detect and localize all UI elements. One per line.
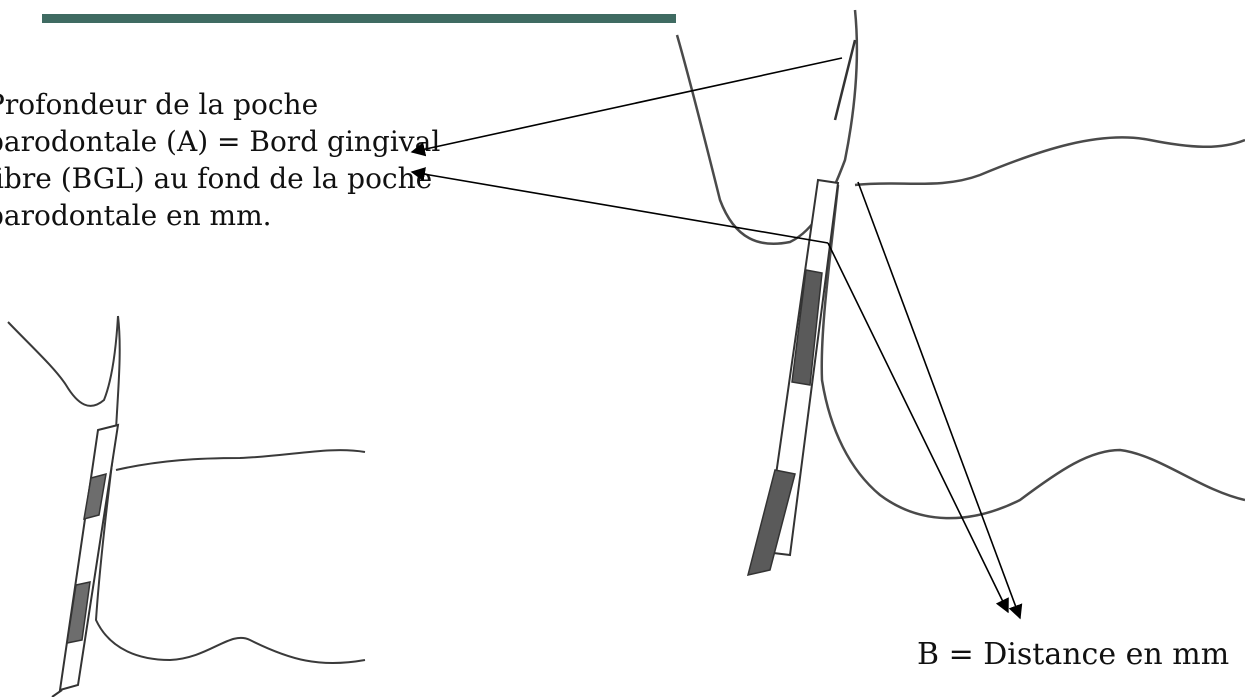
arrow-to-distance-b-1	[828, 243, 1008, 612]
small-probe	[52, 425, 118, 697]
annotation-arrows	[412, 58, 1020, 618]
arrow-to-distance-b-2	[858, 182, 1020, 618]
arrow-to-pocket-depth	[412, 58, 842, 152]
distance-b-label: B = Distance en mm	[917, 637, 1229, 672]
large-gingiva-line	[855, 137, 1245, 185]
arrow-from-gingival-margin	[412, 172, 828, 243]
large-probe	[748, 40, 855, 575]
large-tooth-probe-illustration	[677, 10, 1245, 575]
large-tooth-root-outline	[822, 185, 1245, 518]
small-gingiva-line	[116, 450, 365, 470]
small-tooth-crown-outline	[8, 316, 118, 406]
small-tooth-root-outline	[96, 316, 365, 663]
small-tooth-probe-illustration	[8, 316, 365, 697]
